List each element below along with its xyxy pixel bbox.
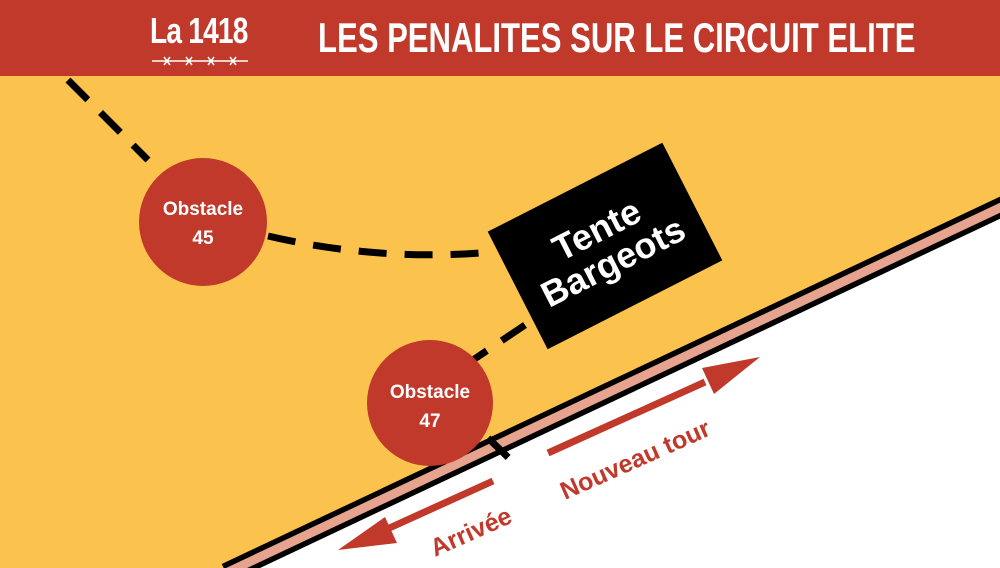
page-title: LES PENALITES SUR LE CIRCUIT ELITE xyxy=(318,14,916,61)
obstacle-47-marker: Obstacle 47 xyxy=(367,340,493,466)
new-lap-label: Nouveau tour xyxy=(556,414,715,505)
obstacle-45-number: 45 xyxy=(192,228,214,249)
obstacle-45-label: Obstacle xyxy=(163,199,243,220)
track-band xyxy=(226,202,1000,568)
logo-text: La 1418 xyxy=(150,10,248,51)
route-path xyxy=(65,77,527,468)
arrival-label: Arrivée xyxy=(426,502,516,563)
header-bar: La 1418 LES PENALITES SUR LE CIRCUIT ELI… xyxy=(0,0,1000,76)
logo: La 1418 xyxy=(150,8,260,70)
obstacle-47-label: Obstacle xyxy=(390,382,470,403)
obstacle-47-number: 47 xyxy=(419,411,440,432)
barbed-wire-icon xyxy=(152,56,248,66)
obstacle-45-marker: Obstacle 45 xyxy=(139,158,267,286)
